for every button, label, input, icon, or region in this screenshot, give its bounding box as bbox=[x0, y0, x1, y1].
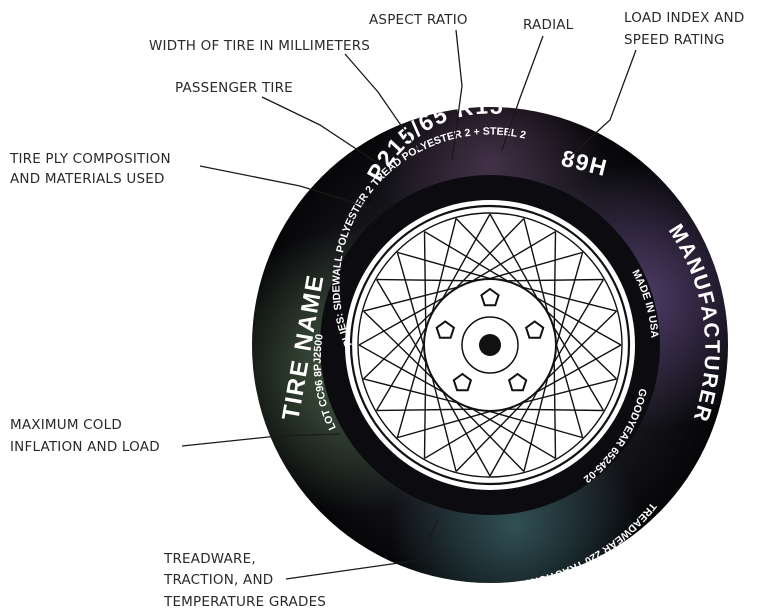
label-load-index-2: SPEED RATING bbox=[624, 32, 725, 48]
label-passenger-tire: PASSENGER TIRE bbox=[175, 80, 293, 96]
label-ply-1: TIRE PLY COMPOSITION bbox=[9, 151, 171, 167]
label-grades-1: TREADWARE, bbox=[163, 551, 256, 567]
label-max-cold-2: INFLATION AND LOAD bbox=[10, 439, 160, 455]
center-bore bbox=[479, 334, 501, 356]
label-grades-3: TEMPERATURE GRADES bbox=[163, 594, 326, 610]
label-max-cold-1: MAXIMUM COLD bbox=[10, 417, 122, 433]
label-width: WIDTH OF TIRE IN MILLIMETERS bbox=[149, 38, 370, 54]
label-grades-2: TRACTION, AND bbox=[163, 572, 273, 588]
label-ply-2: AND MATERIALS USED bbox=[10, 171, 165, 187]
label-radial: RADIAL bbox=[523, 17, 574, 33]
label-aspect-ratio: ASPECT RATIO bbox=[369, 12, 468, 28]
label-load-index-1: LOAD INDEX AND bbox=[624, 10, 744, 26]
